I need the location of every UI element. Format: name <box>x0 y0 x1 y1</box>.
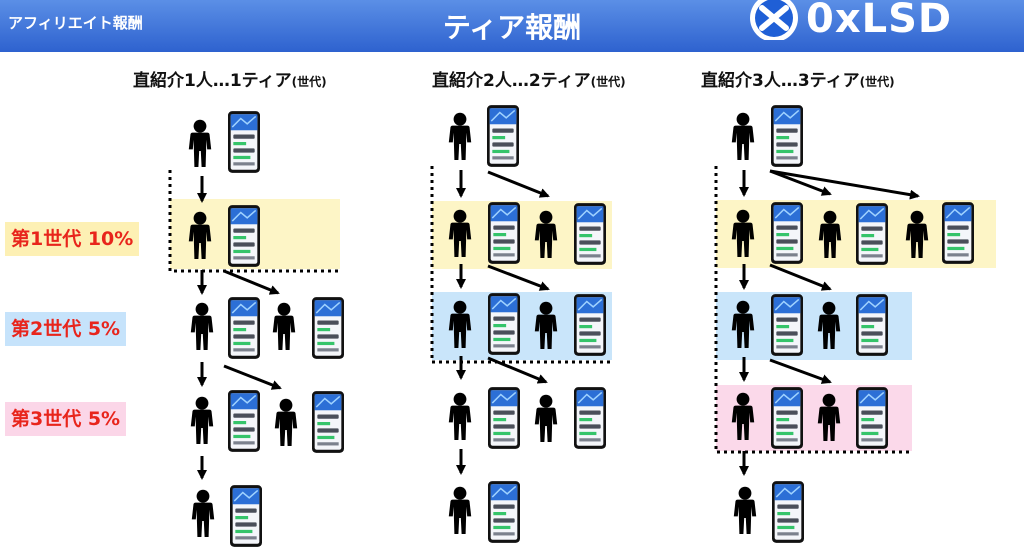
header-bar: アフィリエイト報酬 ティア報酬 <box>0 0 1024 52</box>
person-icon <box>448 112 472 160</box>
generation-label-3: 第3世代 5% <box>5 402 127 436</box>
person-icon <box>190 302 214 350</box>
phone-icon <box>771 386 803 450</box>
phone-icon <box>856 202 888 266</box>
person-icon <box>188 119 212 167</box>
column-title-1-text: 直紹介1人…1ティア <box>133 71 292 91</box>
person-icon <box>731 300 755 348</box>
person-icon <box>905 210 929 258</box>
column-title-3: 直紹介3人…3ティア(世代) <box>701 66 895 91</box>
person-icon <box>274 398 298 446</box>
logo-icon <box>750 0 798 40</box>
person-icon <box>188 211 212 259</box>
page-title: ティア報酬 <box>442 11 582 44</box>
person-icon <box>817 301 841 349</box>
phone-icon <box>771 201 803 265</box>
phone-icon <box>856 293 888 357</box>
column-title-3-suffix: (世代) <box>859 75 895 89</box>
column-title-2: 直紹介2人…2ティア(世代) <box>432 66 626 91</box>
phone-icon <box>228 296 260 360</box>
phone-icon <box>574 386 606 450</box>
person-icon <box>190 396 214 444</box>
person-icon <box>448 486 472 534</box>
generation-label-1: 第1世代 10% <box>5 222 140 256</box>
column-title-2-suffix: (世代) <box>590 75 626 89</box>
phone-icon <box>487 104 519 168</box>
phone-icon <box>228 389 260 453</box>
person-icon <box>733 486 757 534</box>
phone-icon <box>772 480 804 544</box>
phone-icon <box>574 202 606 266</box>
generation-label-2: 第2世代 5% <box>5 312 127 346</box>
phone-icon <box>942 201 974 265</box>
phone-icon <box>488 386 520 450</box>
column-title-3-text: 直紹介3人…3ティア <box>701 71 860 91</box>
phone-icon <box>771 104 803 168</box>
column-1-diagram <box>168 110 344 548</box>
person-icon <box>731 392 755 440</box>
column-title-2-text: 直紹介2人…2ティア <box>432 71 591 91</box>
phone-icon <box>228 110 260 174</box>
person-icon <box>448 300 472 348</box>
phone-icon <box>488 201 520 265</box>
person-icon <box>448 392 472 440</box>
phone-icon <box>230 484 262 548</box>
phone-icon <box>771 293 803 357</box>
header-subtitle: アフィリエイト報酬 <box>8 14 143 32</box>
phone-icon <box>312 390 344 454</box>
person-icon <box>191 489 215 537</box>
phone-icon <box>574 293 606 357</box>
phone-icon <box>228 204 260 268</box>
person-icon <box>731 112 755 160</box>
column-2-diagram <box>430 104 614 544</box>
person-icon <box>534 210 558 258</box>
person-icon <box>448 209 472 257</box>
phone-icon <box>312 296 344 360</box>
person-icon <box>731 209 755 257</box>
column-title-1-suffix: (世代) <box>291 75 327 89</box>
person-icon <box>534 301 558 349</box>
person-icon <box>272 302 296 350</box>
person-icon <box>534 394 558 442</box>
column-3-diagram <box>714 104 974 544</box>
phone-icon <box>488 292 520 356</box>
phone-icon <box>488 480 520 544</box>
person-icon <box>818 210 842 258</box>
phone-icon <box>856 386 888 450</box>
column-title-1: 直紹介1人…1ティア(世代) <box>133 66 327 91</box>
person-icon <box>817 393 841 441</box>
logo-text: 0xLSD <box>806 0 953 42</box>
